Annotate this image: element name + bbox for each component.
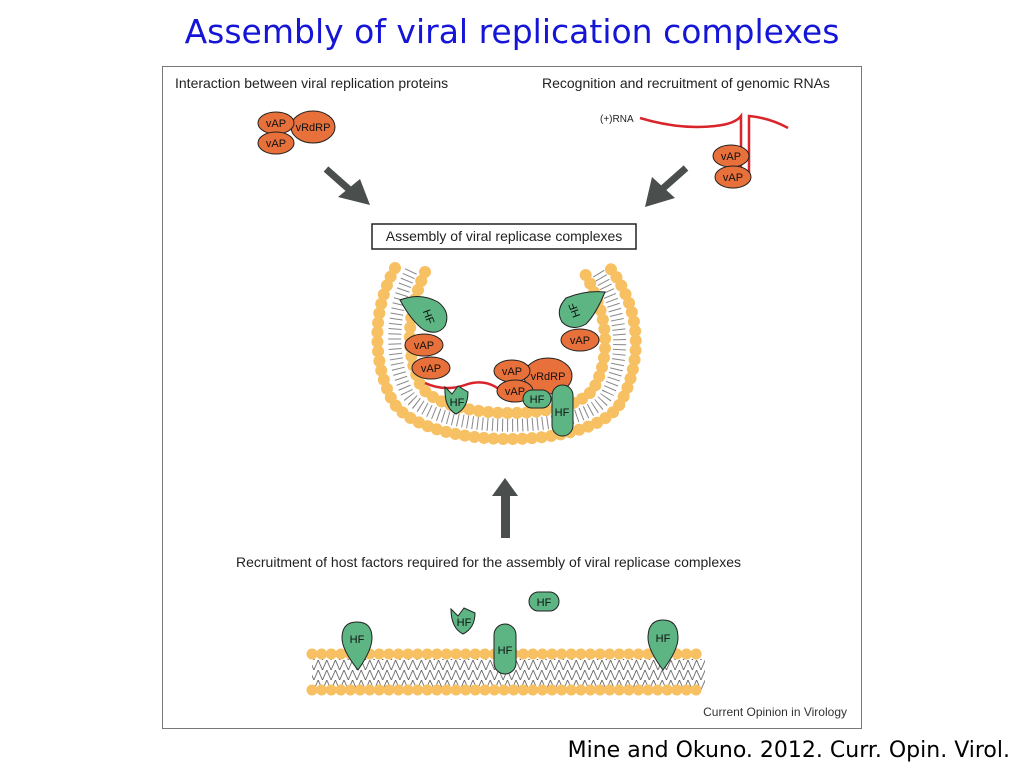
rna-cluster-top-right: (+)RNA vAP vAP <box>600 112 789 189</box>
host-factor-group: HF HF HF HF HF <box>341 591 679 675</box>
hf-label: HF <box>450 397 465 409</box>
arrow-up <box>492 478 518 538</box>
vap-label: vAP <box>421 363 441 375</box>
vrdrp-label: vRdRP <box>531 371 566 383</box>
protein-cluster-top-left: vRdRP vAP vAP <box>257 110 336 155</box>
vrdrp-label: vRdRP <box>296 122 331 134</box>
hf-label: HF <box>555 407 570 419</box>
spherule-membrane: HF HF vAP vAP vAP vRdRP vAP vAP HF HF HF <box>371 262 642 445</box>
hf-label: HF <box>498 645 513 657</box>
hf-label: HF <box>567 301 583 319</box>
figure-frame <box>162 66 862 729</box>
hf-label: HF <box>530 394 545 406</box>
arrow-top-right <box>645 165 689 207</box>
vap-label: vAP <box>723 172 743 184</box>
vap-label: vAP <box>721 151 741 163</box>
rna-label: (+)RNA <box>600 114 634 125</box>
assembly-box: Assembly of viral replicase complexes <box>371 223 637 250</box>
vap-label: vAP <box>266 138 286 150</box>
hf-label: HF <box>656 633 671 645</box>
hf-label: HF <box>537 597 552 609</box>
hf-label: HF <box>350 634 365 646</box>
slide-title: Assembly of viral replication complexes <box>184 12 840 51</box>
assembly-box-label: Assembly of viral replicase complexes <box>386 228 623 244</box>
arrow-top-left <box>323 166 370 205</box>
vap-label: vAP <box>502 366 522 378</box>
bottom-caption: Recruitment of host factors required for… <box>236 554 741 570</box>
journal-credit: Current Opinion in Virology <box>703 705 847 719</box>
heading-rna-recruitment: Recognition and recruitment of genomic R… <box>542 75 830 91</box>
vap-label: vAP <box>505 386 525 398</box>
vap-label: vAP <box>570 335 590 347</box>
hf-label: HF <box>420 308 436 326</box>
citation: Mine and Okuno. 2012. Curr. Opin. Virol. <box>567 738 1010 763</box>
hf-label: HF <box>457 617 472 629</box>
vap-label: vAP <box>266 118 286 130</box>
vap-label: vAP <box>414 340 434 352</box>
heading-protein-interaction: Interaction between viral replication pr… <box>175 75 448 91</box>
